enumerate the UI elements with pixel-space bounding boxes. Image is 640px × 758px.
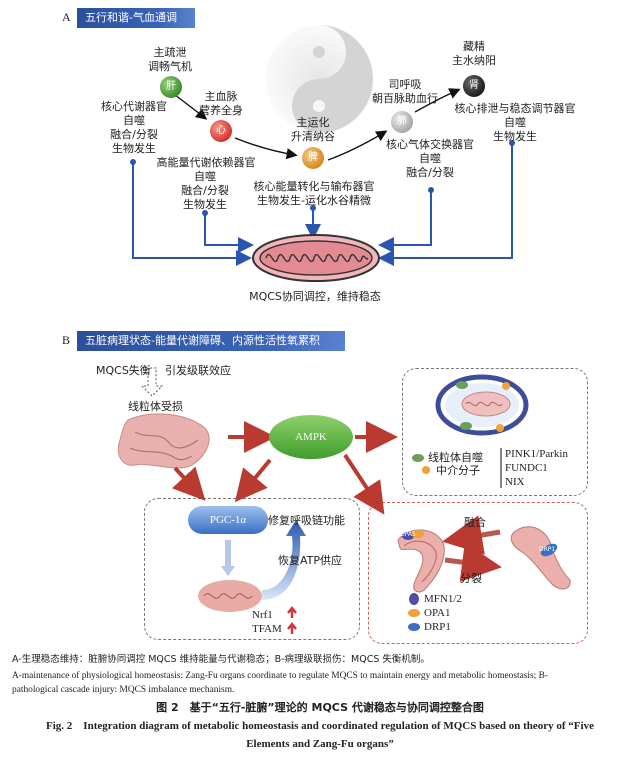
heart-role2: 自噬 [194, 170, 216, 183]
tfam-label: TFAM [252, 623, 282, 635]
kidney-glyph: 肾 [469, 80, 479, 91]
pink-parkin-label: PINK1/Parkin [505, 448, 568, 460]
kidney-func1: 藏精 [463, 40, 485, 53]
fused-mitochondrion-icon [397, 529, 445, 593]
fusion-label: 融合 [464, 516, 486, 529]
drp1-tag: DRP1 [539, 546, 556, 553]
liver-glyph: 肝 [166, 81, 176, 92]
kidney-role2: 自噬 [504, 116, 526, 129]
mfn-legend-icon [409, 593, 419, 605]
kidney-role1: 核心排泄与稳态调节器官 [454, 102, 576, 115]
opa1-tag: OPA1 [400, 531, 416, 538]
spleen-organ-icon: 脾 [302, 147, 324, 169]
section-b-graphics [117, 367, 571, 634]
mqcs-regulation-label: MQCS协同调控，维持稳态 [249, 290, 381, 303]
lung-role3: 融合/分裂 [406, 166, 454, 179]
healthy-mitochondrion-icon [198, 580, 262, 612]
kidney-role3: 生物发生 [493, 130, 537, 143]
damaged-mitochondrion-icon [117, 413, 210, 469]
liver-role1: 核心代谢器官 [101, 100, 167, 113]
ampk-node [269, 415, 353, 459]
heart-func1: 主血脉 [204, 90, 238, 103]
spleen-role1: 核心能量转化与输布器官 [253, 180, 375, 193]
section-a-connectors [130, 88, 515, 266]
cascade-label: 引发级联效应 [165, 364, 231, 377]
caption-cn-note: A-生理稳态维持：脏腑协同调控 MQCS 维持能量与代谢稳态；B-病理级联损伤：… [12, 654, 430, 665]
liver-role3: 融合/分裂 [110, 128, 158, 141]
dynamics-panel [368, 502, 588, 644]
mitophagy-panel [402, 368, 588, 496]
spleen-func2: 升清纳谷 [291, 130, 335, 143]
fragmented-mitochondrion-icon [510, 526, 571, 590]
heart-glyph: 心 [216, 125, 226, 136]
yin-yang-icon [265, 25, 373, 133]
caption-en-note-1: A-maintenance of physiological homeostas… [12, 671, 548, 681]
heart-organ-icon: 心 [210, 120, 232, 142]
section-a-banner: 五行和谐-气血通调 [77, 8, 195, 28]
lung-func2: 朝百脉助血行 [372, 92, 438, 105]
spleen-role2: 生物发生-运化水谷精微 [257, 194, 371, 207]
lung-role1: 核心气体交换器官 [386, 138, 474, 151]
restore-atp-label: 恢复ATP供应 [278, 554, 343, 567]
ampk-label: AMPK [295, 431, 327, 443]
heart-role1: 高能量代谢依赖器官 [156, 156, 256, 169]
mitophagy-label: 线粒体自噬 [428, 451, 483, 464]
autophagosome-icon [435, 374, 529, 436]
section-b-banner: 五脏病理状态-能量代谢障碍、内源性活性氧累积 [77, 331, 345, 351]
pgc1a-label: PGC-1α [209, 514, 247, 526]
heart-role4: 生物发生 [183, 198, 227, 211]
lung-glyph: 肺 [397, 116, 407, 127]
figure-title-en-2: Elements and Zang-Fu organs” [246, 738, 394, 750]
mfn12-label: MFN1/2 [424, 593, 462, 605]
pgc1a-node [188, 506, 268, 534]
opa1-label: OPA1 [424, 607, 451, 619]
heart-role3: 融合/分裂 [181, 184, 229, 197]
spleen-glyph: 脾 [308, 152, 318, 163]
liver-organ-icon: 肝 [160, 76, 182, 98]
kidney-func2: 主水纳阳 [452, 54, 496, 67]
figure-title-cn: 图 2 基于“五行-脏腑”理论的 MQCS 代谢稳态与协同调控整合图 [156, 701, 484, 714]
liver-func2: 调畅气机 [148, 60, 192, 73]
liver-role4: 生物发生 [112, 142, 156, 155]
fundc1-label: FUNDC1 [505, 462, 548, 474]
section-a-label: A [62, 10, 71, 24]
nrf1-label: Nrf1 [252, 609, 273, 621]
section-b-label: B [62, 333, 71, 347]
spleen-func1: 主运化 [296, 116, 330, 129]
liver-role2: 自噬 [123, 114, 145, 127]
damaged-mito-label: 线粒体受损 [128, 400, 183, 413]
repair-resp-chain-label: 修复呼吸链功能 [268, 514, 345, 527]
kidney-organ-icon: 肾 [463, 75, 485, 97]
heart-func2: 营养全身 [199, 104, 243, 117]
nix-label: NIX [505, 476, 525, 488]
fission-label: 分裂 [460, 572, 482, 585]
liver-func1: 主疏泄 [153, 46, 187, 59]
figure-title-en-1: Fig. 2 Integration diagram of metabolic … [46, 720, 594, 732]
drp-legend-icon [408, 623, 420, 631]
mqcs-imbalance-label: MQCS失衡 [96, 364, 151, 377]
mitochondrion-icon [252, 234, 380, 282]
lung-func1: 司呼吸 [388, 78, 422, 91]
drp1-label: DRP1 [424, 621, 451, 633]
lung-role2: 自噬 [419, 152, 441, 165]
mitophagy-legend-icon [412, 454, 424, 462]
opa-legend-icon [408, 609, 420, 617]
lung-organ-icon: 肺 [391, 111, 413, 133]
mediator-label: 中介分子 [436, 464, 480, 477]
mediator-legend-icon [422, 466, 430, 474]
caption-en-note-2: pathological cascade injury: MQCS imbala… [12, 685, 235, 695]
